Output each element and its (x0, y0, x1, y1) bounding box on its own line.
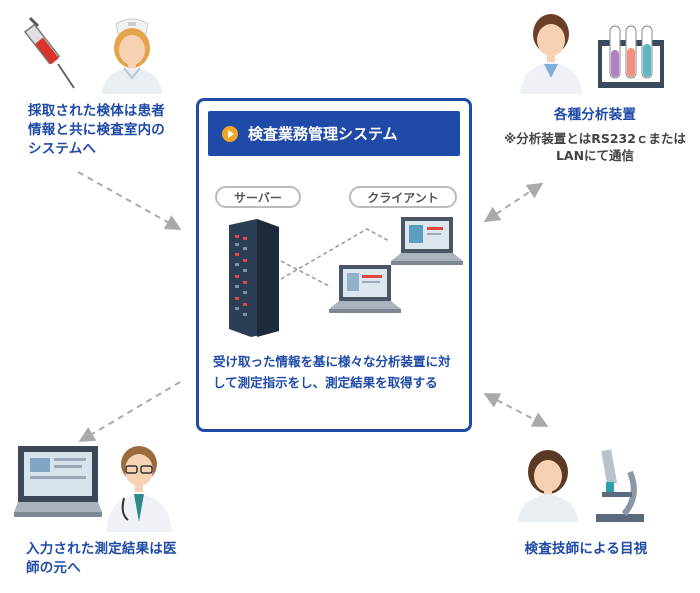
system-description: 受け取った情報を基に様々な分析装置に対して測定指示をし、測定結果を取得する (213, 354, 451, 390)
system-box: 検査業務管理システム サーバー クライアント (196, 98, 472, 432)
doctor-icon (106, 446, 172, 532)
system-title: 検査業務管理システム (248, 125, 398, 143)
server-icon (229, 219, 279, 337)
arrow-system-analyzers (483, 182, 544, 223)
test-tubes-icon (598, 25, 664, 88)
arrow-specimen-to-system (77, 171, 182, 230)
doctor-label: 入力された測定結果は医師の元へ (26, 541, 177, 576)
computer-icon (14, 446, 102, 517)
system-header: 検査業務管理システム (208, 111, 460, 156)
analyzers-note: ※分析装置とはRS232ｃまたはLANにて通信 (504, 131, 686, 163)
client-laptop-icon-2 (391, 217, 463, 265)
technician-label: 検査技師による目視 (524, 541, 648, 557)
server-pill: サーバー (215, 186, 301, 208)
technician-icon (518, 450, 578, 522)
syringe-icon (23, 16, 75, 89)
researcher-icon (520, 14, 582, 94)
microscope-icon (596, 449, 644, 522)
analyzers-title: 各種分析装置 (553, 107, 637, 123)
specimen-label: 採取された検体は患者情報と共に検査室内のシステムへ (28, 103, 165, 157)
play-icon (222, 125, 238, 142)
client-pill: クライアント (349, 186, 457, 208)
network-lines (280, 228, 390, 288)
arrow-system-to-doctor (78, 381, 181, 443)
arrow-system-technician (483, 393, 549, 427)
client-laptop-icon (329, 265, 401, 313)
nurse-icon (102, 18, 162, 94)
